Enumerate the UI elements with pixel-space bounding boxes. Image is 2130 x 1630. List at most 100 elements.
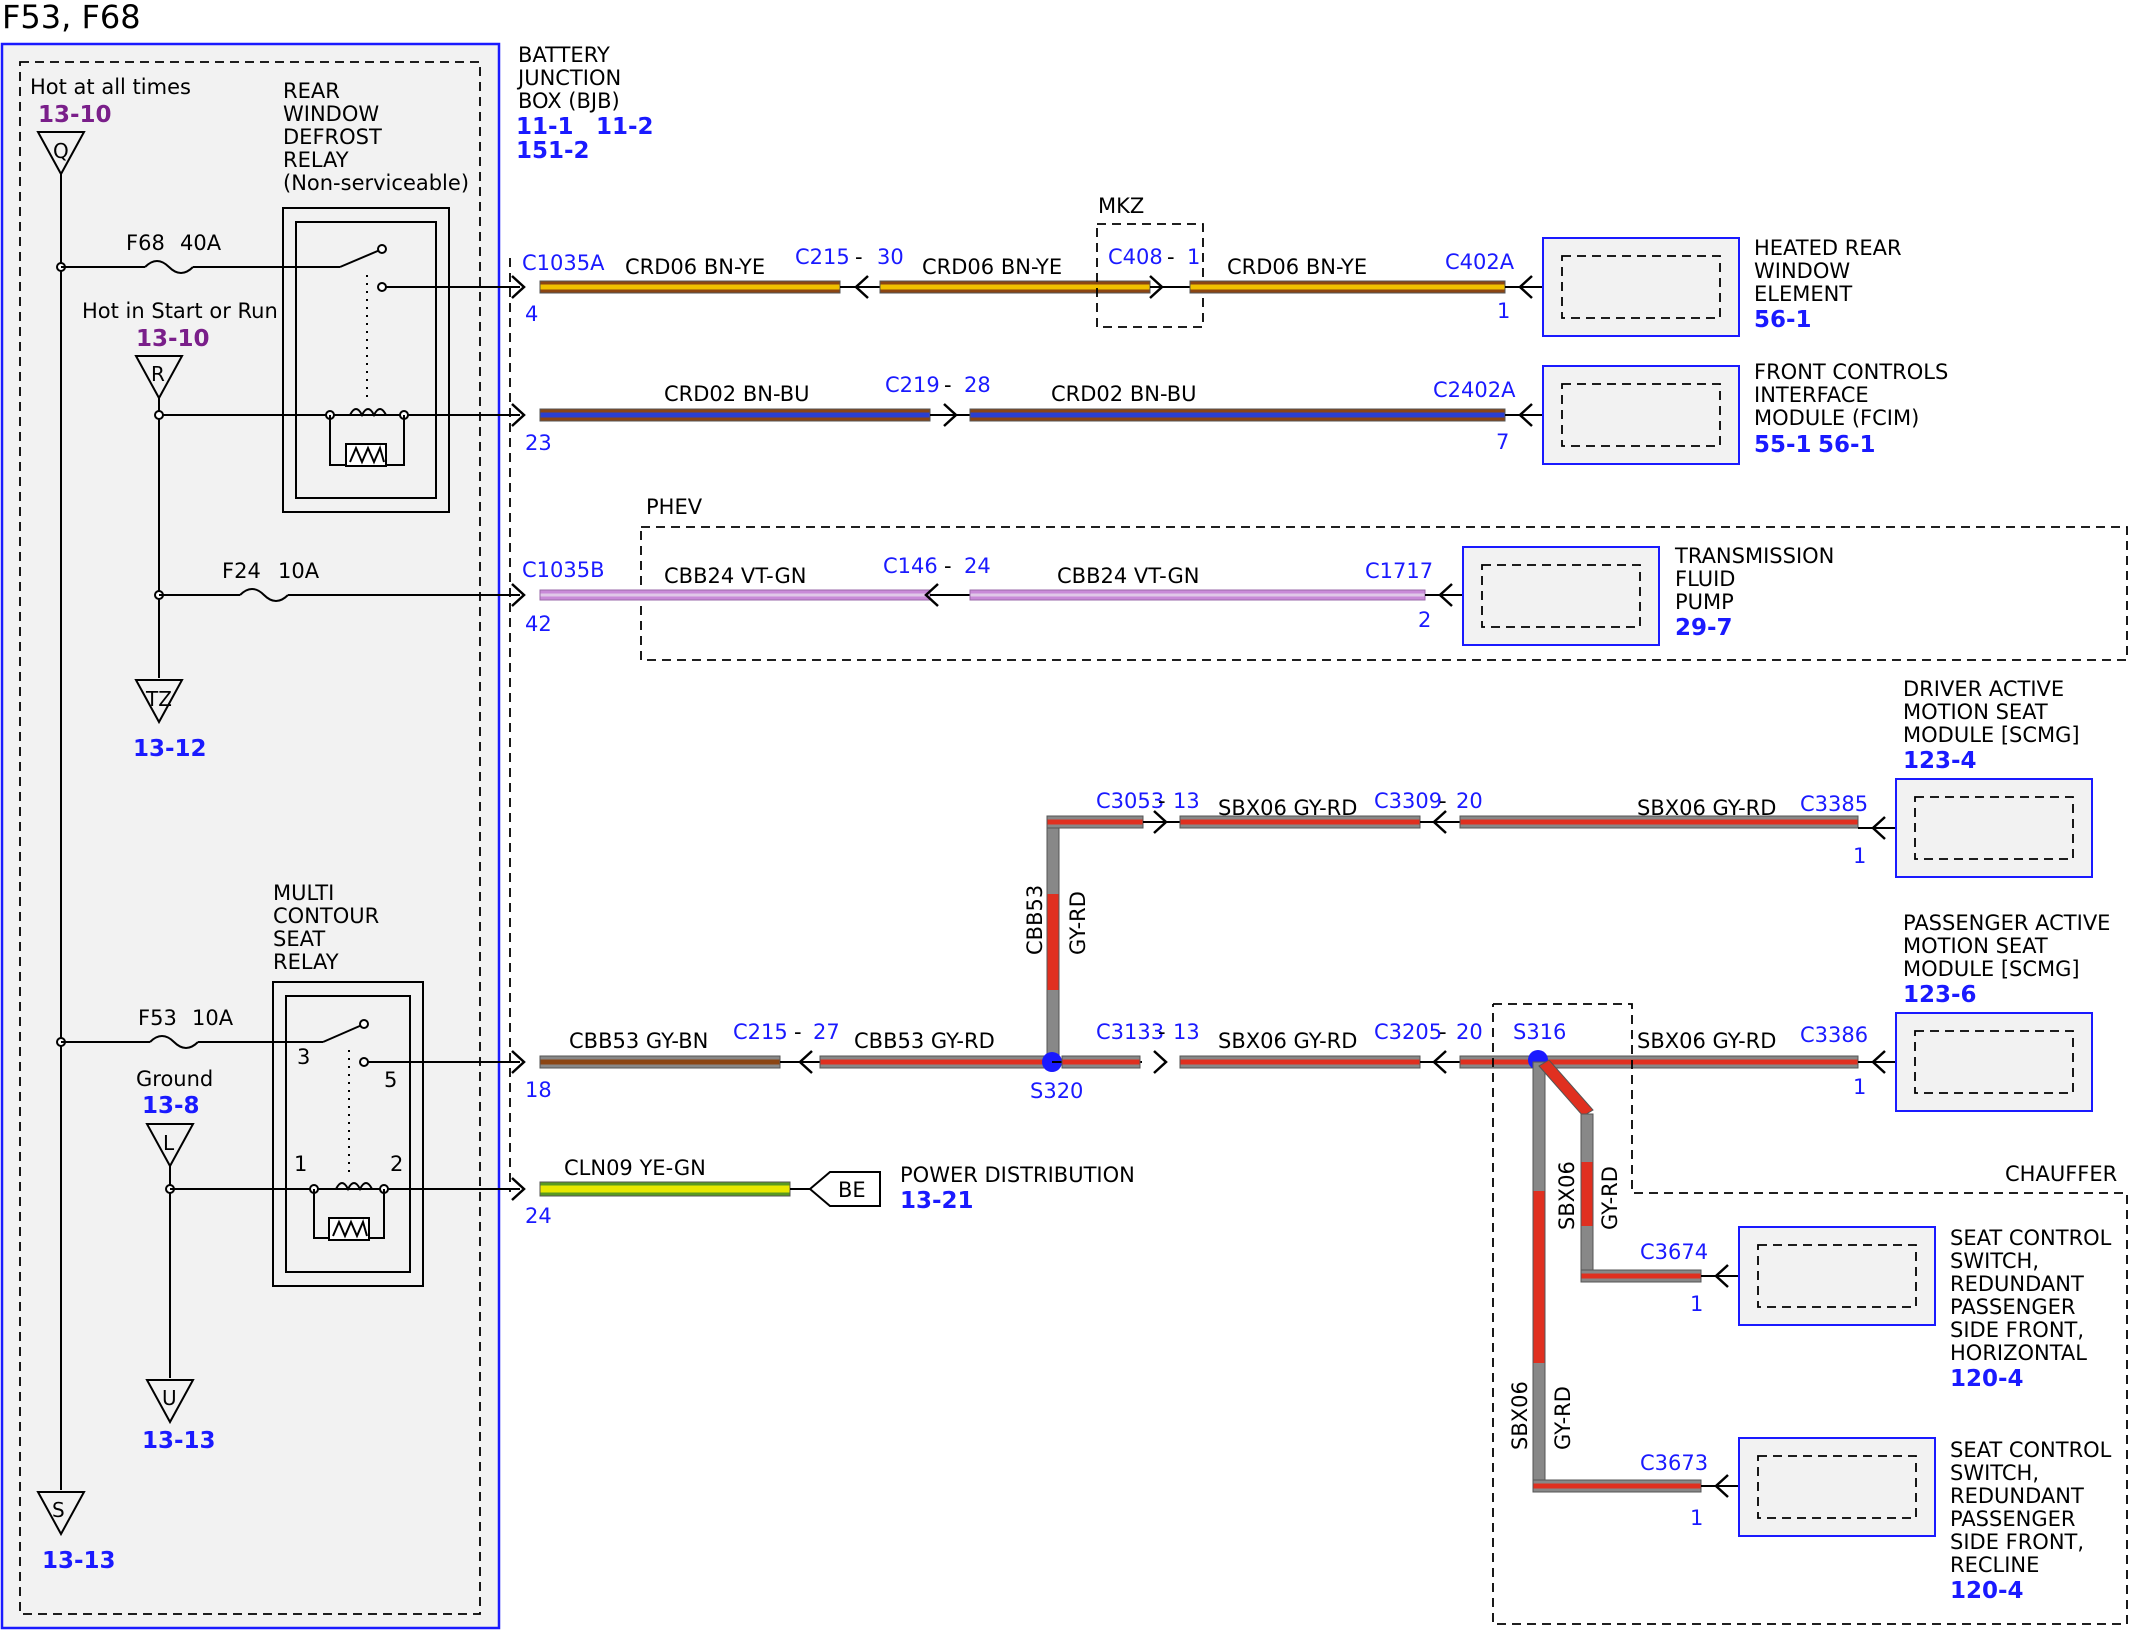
wire-crd02-seg1 [539, 408, 931, 422]
conn-c3205: C3205 [1374, 1020, 1442, 1044]
wire-cbb53-vertical-circuit: CBB53 [1023, 885, 1047, 955]
wire-cbb53-vertical [1046, 821, 1060, 1063]
module-ssh-line5: SIDE FRONT, [1950, 1318, 2084, 1342]
wire-crd06-seg2-label: CRD06 BN-YE [922, 255, 1062, 279]
pin-c3385-1: 1 [1853, 844, 1866, 868]
relay-defrost-label-2: WINDOW [283, 102, 379, 126]
source-l-id: L [163, 1131, 175, 1155]
wire-crd06-seg1-label: CRD06 BN-YE [625, 255, 765, 279]
pin-c2402a-7: 7 [1496, 430, 1509, 454]
resistor-zigzag [332, 1219, 368, 1239]
relay-defrost-contact [377, 244, 387, 254]
bjb-inner-boundary [19, 61, 481, 1615]
splice-s316-label: S316 [1513, 1020, 1566, 1044]
terminal-be-label: BE [838, 1178, 866, 1202]
module-fcim-line3: MODULE (FCIM) [1754, 406, 1919, 430]
wire-crd02-seg1-label: CRD02 BN-BU [664, 382, 810, 406]
module-fcim-line1: FRONT CONTROLS [1754, 360, 1948, 384]
pin-bjb-23: 23 [525, 431, 552, 455]
relay-defrost-label-5: (Non-serviceable) [283, 171, 469, 195]
dash-sep: - [944, 554, 952, 578]
module-ps-line1: PASSENGER ACTIVE [1903, 911, 2110, 935]
pin-c408-1: 1 [1187, 245, 1200, 269]
dash-sep: - [794, 1020, 802, 1044]
relay-seat-pin-1: 1 [294, 1152, 307, 1176]
source-r-id: R [151, 362, 165, 386]
module-tfp-line1: TRANSMISSION [1674, 544, 1834, 568]
module-ds-ref: 123-4 [1903, 748, 1977, 774]
wire-sbx06-recline-vertical [1532, 1061, 1546, 1493]
wire-cbb53-gybn [539, 1055, 781, 1069]
fuse-f24-name: F24 [222, 559, 261, 583]
fuse-f68-rating: 40A [180, 231, 222, 255]
wire-cbb53-vertical-color: GY-RD [1066, 891, 1090, 955]
connector-arrow-icon [511, 403, 526, 427]
source-l-ref: 13-8 [142, 1093, 200, 1119]
relay-defrost-label-3: DEFROST [283, 125, 382, 149]
source-s-ref: 13-13 [42, 1548, 116, 1574]
relay-defrost-contact [377, 282, 387, 292]
pin-c3053-13: 13 [1173, 789, 1200, 813]
relay-defrost-coil-icon [349, 408, 387, 418]
wire-crd06-seg3-label: CRD06 BN-YE [1227, 255, 1367, 279]
source-u-triangle-icon [145, 1379, 195, 1425]
diagram-title: F53, F68 [2, 0, 141, 36]
connector-arrow-icon [511, 1177, 526, 1201]
wire-sbx06-branch2-circuit: SBX06 [1508, 1381, 1532, 1450]
dash-sep: - [1167, 245, 1175, 269]
module-ds-line3: MODULE [SCMG] [1903, 723, 2080, 747]
module-ssr-line4: PASSENGER [1950, 1507, 2075, 1531]
wire-sbx06-d2 [1459, 815, 1859, 829]
module-hrw-line2: WINDOW [1754, 259, 1850, 283]
bjb-label-line2: JUNCTION [516, 66, 621, 90]
conn-c1035b: C1035B [522, 558, 605, 582]
module-ps-line3: MODULE [SCMG] [1903, 957, 2080, 981]
pin-c3205-20: 20 [1456, 1020, 1483, 1044]
bjb-box [0, 42, 501, 1630]
module-tfp-line3: PUMP [1675, 590, 1734, 614]
source-q-label: Hot at all times [30, 75, 191, 99]
conn-c2402a: C2402A [1433, 378, 1516, 402]
wire-sbx06-d1-label: SBX06 GY-RD [1218, 796, 1357, 820]
connector-arrow-icon [1518, 275, 1533, 299]
pin-c3133-13: 13 [1173, 1020, 1200, 1044]
wire-cbb24-seg1-label: CBB24 VT-GN [664, 564, 806, 588]
module-ssh-line2: SWITCH, [1950, 1249, 2039, 1273]
relay-defrost-label-4: RELAY [283, 148, 349, 172]
source-u-id: U [162, 1386, 177, 1410]
resistor-zigzag [349, 445, 385, 465]
wire-cbb53-gyrd-label: CBB53 GY-RD [854, 1029, 995, 1053]
fuse-f24-rating: 10A [278, 559, 320, 583]
module-tfp-line2: FLUID [1675, 567, 1735, 591]
module-inner [1914, 796, 2074, 860]
module-passenger-seat [1895, 1012, 2093, 1112]
option-phev-label: PHEV [646, 495, 703, 519]
module-hrw-ref: 56-1 [1754, 307, 1812, 333]
wire-sbx06-horizontal-horizontal [1580, 1269, 1702, 1283]
source-q-triangle-icon [36, 131, 86, 177]
bjb-label-line1: BATTERY [518, 43, 610, 67]
wire-sbx06-p1-label: SBX06 GY-RD [1218, 1029, 1357, 1053]
relay-seat-pin-5: 5 [384, 1068, 397, 1092]
wire-crd06-seg2 [879, 280, 1151, 294]
pin-c219-28: 28 [964, 373, 991, 397]
module-hrw-line3: ELEMENT [1754, 282, 1852, 306]
connector-arrow-icon [1438, 583, 1453, 607]
module-inner [1561, 255, 1721, 319]
wire-cbb24-seg2 [969, 589, 1426, 601]
wire-sbx06-p2-label: SBX06 GY-RD [1637, 1029, 1776, 1053]
module-ssr-line6: RECLINE [1950, 1553, 2039, 1577]
connector-arrow-icon [1714, 1474, 1729, 1498]
junction-dot [154, 410, 164, 420]
conn-c215: C215 [795, 245, 850, 269]
option-mkz-box [1096, 223, 1204, 328]
source-q-id: Q [53, 139, 69, 163]
wire-crd06-seg1 [539, 280, 841, 294]
source-s-id: S [52, 1498, 65, 1522]
option-mkz-label: MKZ [1098, 194, 1144, 218]
relay-defrost-label-1: REAR [283, 79, 340, 103]
module-fcim-ref-1: 55-1 [1754, 432, 1812, 458]
source-s-triangle-icon [36, 1491, 86, 1537]
option-chauffeur-box [1492, 1003, 2128, 1625]
